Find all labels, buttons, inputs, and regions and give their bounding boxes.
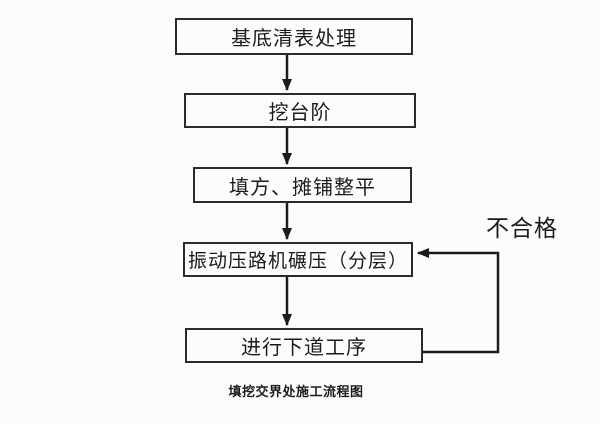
flowchart-caption: 填挖交界处施工流程图	[228, 384, 364, 399]
feedback-loop-arrow	[417, 248, 500, 354]
flow-node-fill-paving-leveling: 填方、摊铺整平	[193, 167, 412, 203]
flow-node-label: 填方、摊铺整平	[229, 176, 376, 199]
flow-node-label: 进行下道工序	[241, 337, 367, 359]
feedback-unqualified-label: 不合格	[486, 215, 558, 241]
flow-node-label: 振动压路机碾压（分层）	[187, 251, 408, 272]
flow-node-next-process: 进行下道工序	[185, 328, 423, 363]
flow-node-label: 挖台阶	[268, 102, 332, 124]
flow-node-excavate-steps: 挖台阶	[184, 93, 416, 128]
flow-node-label: 基底清表处理	[231, 28, 357, 50]
flow-node-base-surface-cleaning: 基底清表处理	[175, 18, 413, 55]
flow-node-vibratory-roller-compaction: 振动压路机碾压（分层）	[183, 242, 413, 277]
